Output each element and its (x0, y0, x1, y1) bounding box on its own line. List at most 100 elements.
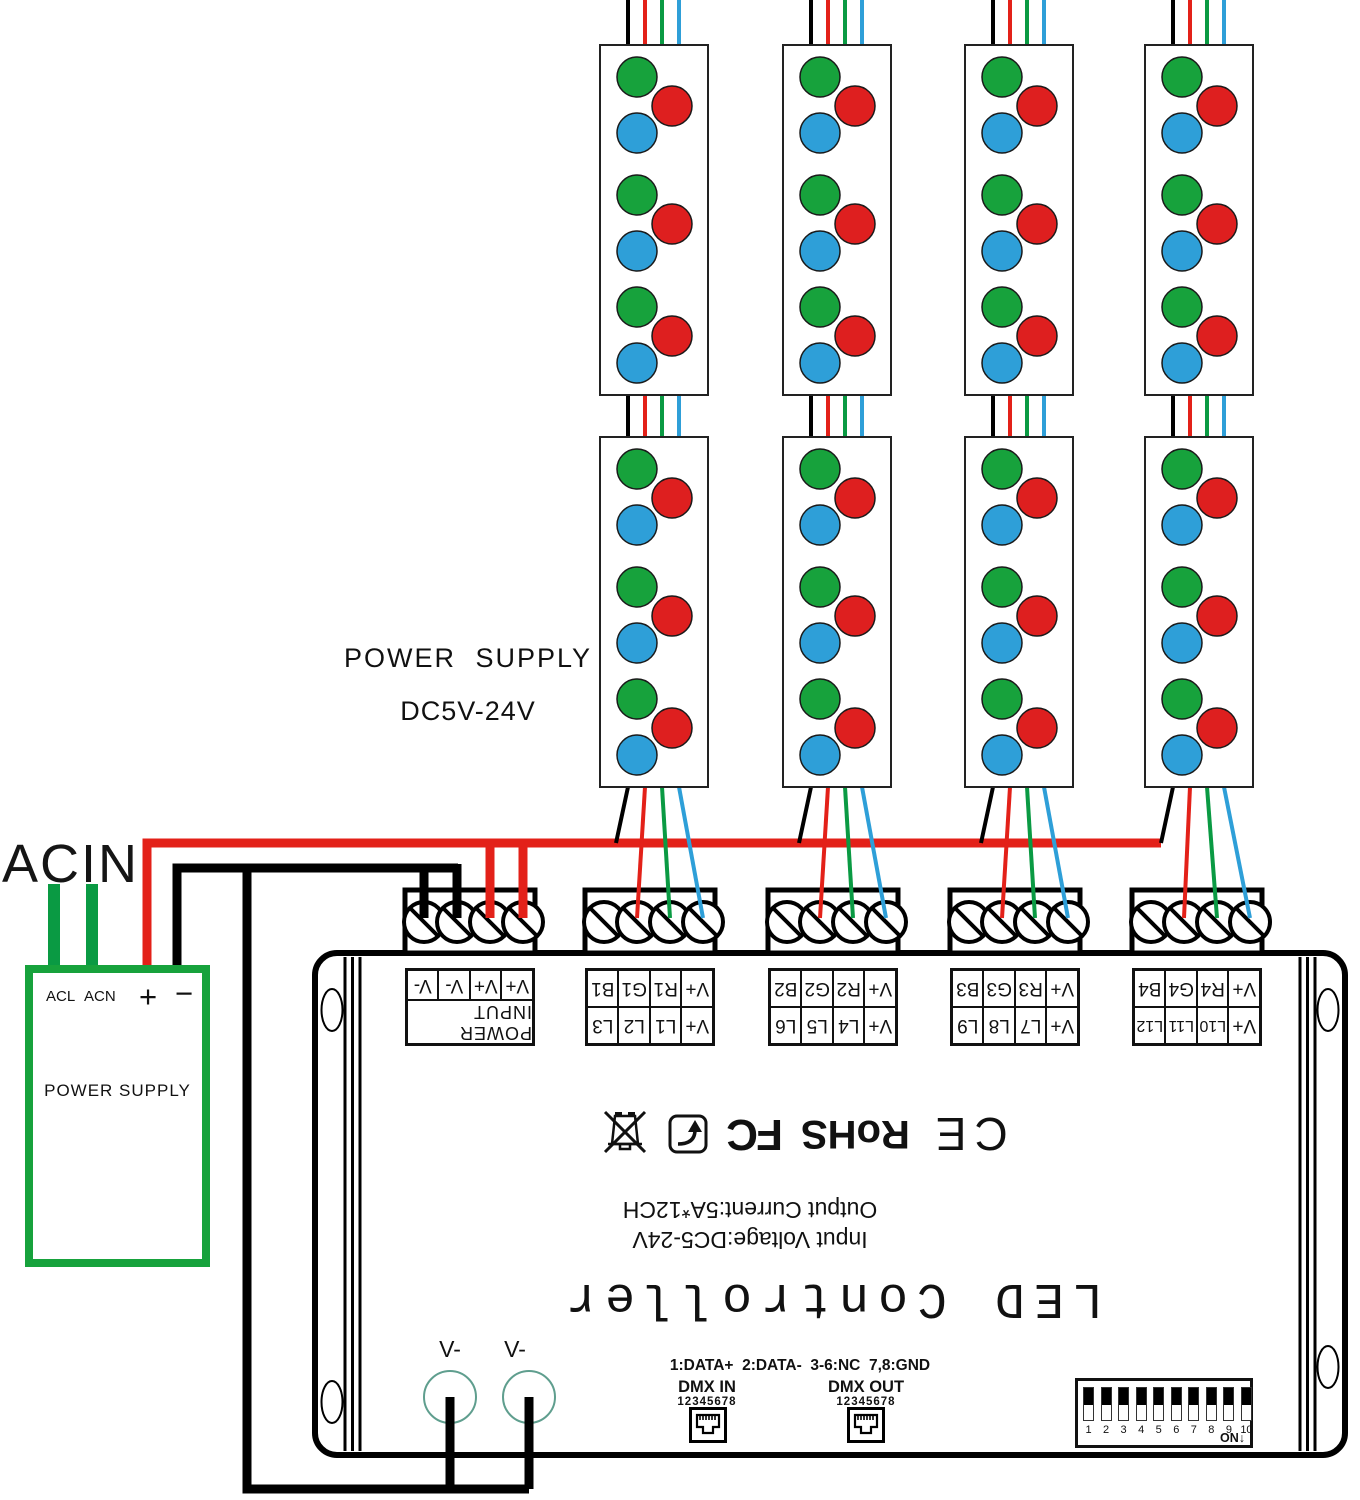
controller-specs: Input Voltage:DC5-24V Output Current:5A*… (575, 1190, 925, 1254)
led-red (651, 477, 693, 519)
dip-switch-9 (1223, 1387, 1235, 1421)
led-blue (1161, 504, 1203, 546)
led-blue (1161, 342, 1203, 384)
led-red (834, 707, 876, 749)
led-blue (1161, 734, 1203, 776)
led-green (799, 286, 841, 328)
dip-switch-5 (1153, 1387, 1165, 1421)
dmx-in-label: DMX IN (678, 1378, 736, 1396)
led-blue (616, 734, 658, 776)
terminal-label-cell: V+ (1232, 978, 1257, 1000)
led-green (1161, 286, 1203, 328)
screw-slot-line (871, 907, 901, 937)
dip-switch-8 (1205, 1387, 1217, 1421)
terminal-label-row: POWER INPUT (408, 1001, 532, 1043)
dip-switch-knob (1224, 1388, 1234, 1405)
strip-blue-to-terminal-wire (860, 786, 888, 919)
terminal-label-cell: V+ (1050, 1015, 1075, 1037)
led-green (1161, 56, 1203, 98)
led-red (834, 85, 876, 127)
chassis-screw-slot (1316, 1345, 1340, 1389)
terminal-label-cell: L4 (834, 1008, 866, 1043)
terminal-label-cell: R2 (834, 971, 866, 1006)
led-red (1196, 477, 1238, 519)
strip-green-to-terminal-wire (1025, 786, 1037, 919)
terminal-label-cell: L5 (802, 1008, 834, 1043)
dip-switch-number: 7 (1190, 1424, 1197, 1436)
dip-switch-knob (1154, 1388, 1164, 1405)
led-green (616, 174, 658, 216)
terminal-label-cell: L8 (984, 1008, 1016, 1043)
led-red (1016, 85, 1058, 127)
screw-slot-line (475, 907, 505, 937)
led-blue (799, 112, 841, 154)
terminal-label-cell: V- (439, 971, 471, 999)
spec-input-voltage: Input Voltage:DC5-24V (632, 1227, 868, 1253)
terminal-label-cell: V+ (1050, 978, 1075, 1000)
screw-slot-line (954, 907, 984, 937)
strip-vplus-to-bus-wire (979, 786, 995, 844)
strip-vplus-to-bus-wire (1159, 786, 1175, 844)
dip-switch-knob (1084, 1388, 1093, 1405)
screw-slot-line (589, 907, 619, 937)
led-green (616, 566, 658, 608)
led-red (651, 315, 693, 357)
terminal-label-cell: V+ (505, 975, 530, 996)
dmx-pinout-info: 1:DATA+ 2:DATA- 3-6:NC 7,8:GND (669, 1357, 931, 1374)
psu-terminal-plus: + (139, 979, 158, 1014)
led-green (1161, 678, 1203, 720)
led-green (616, 56, 658, 98)
led-red (1016, 477, 1058, 519)
led-green (981, 448, 1023, 490)
led-green (981, 56, 1023, 98)
screw-slot-line (655, 907, 685, 937)
strip-blue-to-terminal-wire (677, 786, 705, 919)
dip-switch-6 (1170, 1387, 1182, 1421)
led-red (1196, 315, 1238, 357)
dmx-in-rj45-icon (689, 1407, 727, 1443)
dip-switch-knob (1171, 1388, 1181, 1405)
psu-terminal-minus: − (175, 976, 194, 1011)
dip-switch-knob (1119, 1388, 1129, 1405)
terminal-label-row: V+V+V-V- (408, 971, 532, 1001)
led-blue (799, 734, 841, 776)
vminus-right-label: V- (504, 1336, 526, 1362)
led-blue (981, 112, 1023, 154)
led-red (1196, 595, 1238, 637)
led-red (834, 595, 876, 637)
dip-switch-number: 3 (1120, 1424, 1127, 1436)
strip-red-to-terminal-wire (1182, 786, 1192, 919)
led-blue (1161, 230, 1203, 272)
spec-output-current: Output Current:5A*12CH (622, 1197, 878, 1224)
dip-switch-7 (1188, 1387, 1200, 1421)
led-blue (616, 622, 658, 664)
led-green (981, 174, 1023, 216)
led-red (1196, 707, 1238, 749)
dip-switch-number: 10 (1240, 1424, 1253, 1436)
terminal-label-cell: L12 (1135, 1008, 1167, 1043)
dip-switch-knob (1206, 1388, 1216, 1405)
controller-title: LED Controller (556, 1269, 1104, 1326)
dip-switch-knob (1189, 1388, 1199, 1405)
terminal-label-cell: L3 (588, 1008, 620, 1043)
terminal-label-cell: G3 (984, 971, 1016, 1006)
terminal-label-cell: L7 (1016, 1008, 1048, 1043)
psu-terminal-acl: ACL (46, 988, 76, 1005)
screw-slot-line (987, 907, 1017, 937)
chassis-screw-slot (320, 988, 344, 1032)
psu-name-label: POWER SUPPLY (44, 1081, 191, 1100)
terminal-label-cell: POWER INPUT (458, 1002, 532, 1043)
led-blue (981, 230, 1023, 272)
dmx-out-rj45-icon (847, 1407, 885, 1443)
led-blue (616, 112, 658, 154)
led-green (1161, 174, 1203, 216)
vminus-return-wire (242, 864, 529, 1494)
